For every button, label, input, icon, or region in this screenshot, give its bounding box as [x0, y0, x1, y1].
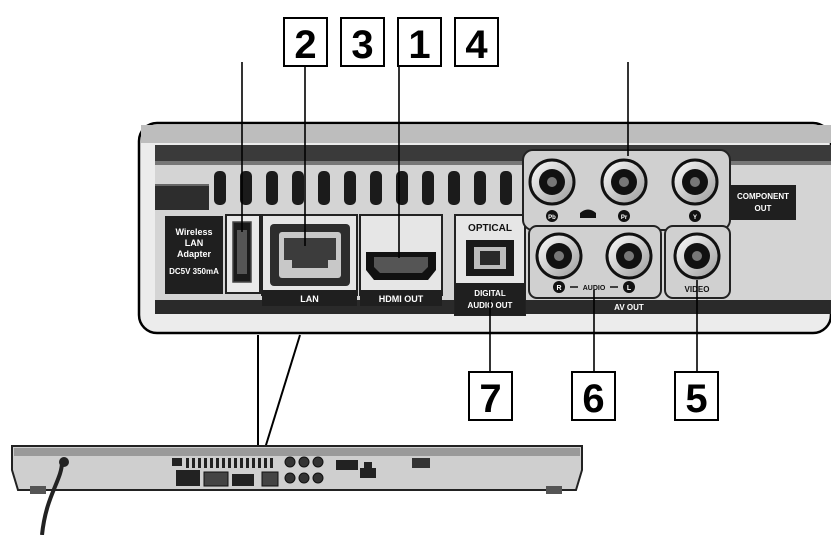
svg-text:DC5V 350mA: DC5V 350mA [169, 267, 219, 276]
svg-text:5: 5 [685, 377, 707, 421]
svg-text:HDMI OUT: HDMI OUT [379, 294, 424, 304]
component-pb-jack [528, 158, 576, 206]
svg-text:OPTICAL: OPTICAL [468, 223, 512, 234]
svg-text:L: L [627, 285, 632, 292]
svg-text:Y: Y [693, 215, 697, 221]
svg-text:Pb: Pb [548, 215, 556, 221]
usb-port [225, 214, 261, 294]
component-y-jack [671, 158, 719, 206]
svg-text:4: 4 [465, 23, 488, 67]
callout-6: 6 [571, 371, 616, 421]
av-out-audio-group: R AUDIO L [528, 225, 662, 299]
svg-text:Adapter: Adapter [177, 249, 212, 259]
zoom-connector-lines [257, 334, 301, 459]
callout-1: 1 [397, 17, 442, 67]
svg-text:3: 3 [351, 23, 373, 67]
svg-text:OUT: OUT [755, 204, 772, 213]
svg-text:R: R [556, 285, 561, 292]
callout-4: 4 [454, 17, 499, 67]
callout-3: 3 [340, 17, 385, 67]
av-out-label: AV OUT [529, 300, 729, 312]
vent-slots [214, 171, 512, 205]
hdmi-out-port: HDMI OUT [359, 214, 443, 306]
leader-lines [241, 62, 698, 372]
svg-text:DIGITAL: DIGITAL [474, 289, 506, 298]
svg-text:COMPONENT: COMPONENT [737, 192, 789, 201]
svg-text:Pr: Pr [621, 215, 628, 221]
svg-text:7: 7 [479, 377, 501, 421]
lan-port: LAN [261, 214, 358, 306]
wireless-lan-label: Wireless LAN Adapter DC5V 350mA [165, 216, 223, 294]
audio-l-jack [605, 232, 653, 280]
svg-text:LAN: LAN [300, 294, 319, 304]
svg-text:1: 1 [408, 23, 430, 67]
svg-text:AV OUT: AV OUT [614, 303, 644, 312]
svg-text:LAN: LAN [185, 238, 204, 248]
callout-7: 7 [468, 371, 513, 421]
svg-text:2: 2 [294, 23, 316, 67]
svg-text:AUDIO: AUDIO [583, 285, 606, 292]
callout-5: 5 [674, 371, 719, 421]
svg-text:6: 6 [582, 377, 604, 421]
audio-r-jack [535, 232, 583, 280]
callout-2: 2 [283, 17, 328, 67]
component-pr-jack [600, 158, 648, 206]
svg-text:Wireless: Wireless [176, 227, 213, 237]
player-rear-view [11, 445, 583, 535]
